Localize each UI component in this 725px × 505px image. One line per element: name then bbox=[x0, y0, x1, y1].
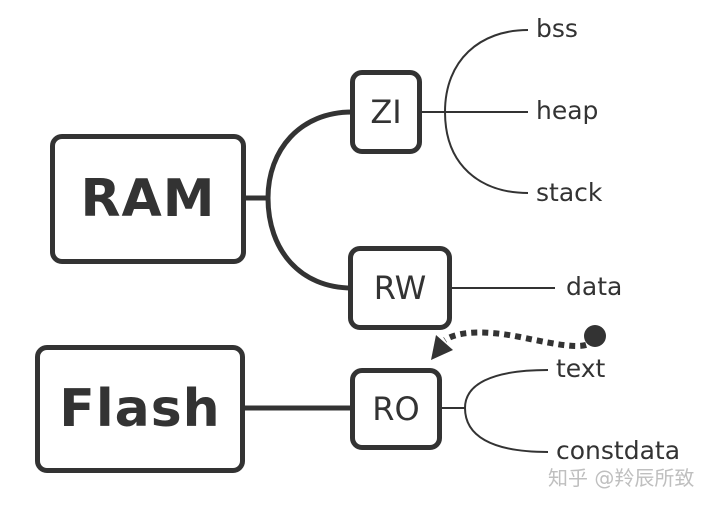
flash-label: Flash bbox=[59, 379, 221, 439]
zi-label: ZI bbox=[370, 93, 402, 131]
dotted-arrow-line bbox=[443, 329, 597, 349]
zi-to-bss-line bbox=[444, 29, 529, 113]
rw-label: RW bbox=[373, 269, 427, 307]
leaf-text: text bbox=[556, 354, 606, 383]
ro-to-text-line bbox=[464, 369, 549, 409]
zi-node: ZI bbox=[350, 70, 422, 154]
zi-to-stack-line bbox=[444, 111, 529, 194]
ram-to-zi-line bbox=[245, 109, 353, 201]
ram-to-rw-line bbox=[265, 197, 353, 291]
ro-label: RO bbox=[372, 390, 420, 428]
rw-node: RW bbox=[348, 246, 452, 330]
watermark: 知乎 @羚辰所致 bbox=[548, 466, 695, 490]
arrowhead-icon bbox=[431, 335, 453, 360]
leaf-bss: bss bbox=[536, 14, 578, 43]
leaf-heap: heap bbox=[536, 96, 599, 125]
leaf-stack: stack bbox=[536, 178, 603, 207]
ro-node: RO bbox=[350, 368, 442, 450]
ro-to-constdata-line bbox=[464, 407, 549, 453]
leaf-data: data bbox=[566, 272, 623, 301]
leaf-constdata: constdata bbox=[556, 436, 681, 465]
arrow-origin-dot bbox=[584, 325, 606, 347]
ram-node: RAM bbox=[50, 134, 246, 264]
flash-node: Flash bbox=[35, 345, 245, 473]
ram-label: RAM bbox=[80, 169, 216, 229]
